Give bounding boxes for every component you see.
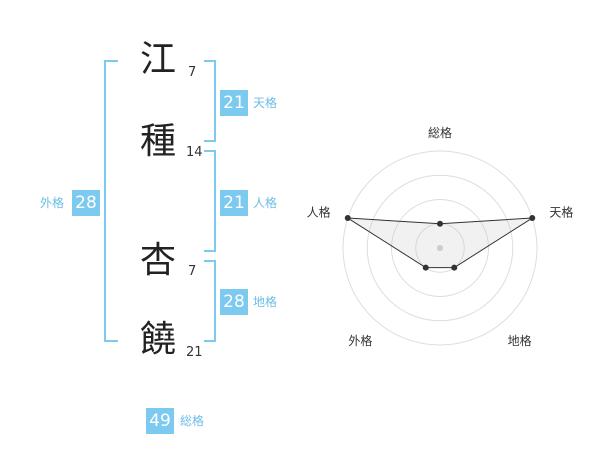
radar-point-4 — [422, 264, 429, 271]
jinkaku-value: 21 — [220, 190, 248, 216]
gaikaku-value: 28 — [72, 190, 100, 216]
tenkaku-bracket — [204, 60, 216, 142]
tenkaku-label: 天格 — [253, 96, 278, 110]
soukaku-label: 総格 — [180, 414, 205, 428]
radar-axis-label-4: 外格 — [348, 333, 372, 348]
radar-ring-2 — [391, 199, 489, 297]
radar-axis-label-1: 総格 — [428, 125, 452, 140]
radar-axis-label-3: 地格 — [508, 333, 532, 348]
name-char-4: 饒 — [139, 319, 176, 360]
name-char-1: 江 — [139, 39, 176, 80]
gaikaku-label: 外格 — [40, 196, 65, 210]
radar-area — [347, 217, 533, 269]
stroke-count-1: 7 — [188, 65, 197, 80]
radar-point-1 — [437, 220, 443, 227]
radar-ring-3 — [366, 174, 514, 322]
chikaku-value: 28 — [220, 289, 248, 315]
name-char-2: 種 — [139, 121, 176, 162]
radar-center-dot — [437, 245, 443, 251]
radar-axis-label-2: 天格 — [549, 204, 573, 219]
jinkaku-label: 人格 — [253, 196, 278, 210]
radar-ring-4 — [342, 150, 538, 346]
gaikaku-bracket — [104, 60, 118, 342]
stroke-count-4: 21 — [186, 345, 203, 360]
radar-point-3 — [451, 264, 458, 271]
chikaku-label: 地格 — [253, 295, 278, 309]
chikaku-bracket — [204, 260, 216, 342]
stroke-count-3: 7 — [188, 264, 197, 279]
radar-point-2 — [529, 215, 536, 222]
radar-axis-label-5: 人格 — [307, 204, 331, 219]
soukaku-value: 49 — [146, 408, 174, 434]
jinkaku-bracket — [204, 150, 216, 252]
radar-point-5 — [344, 215, 351, 222]
stroke-count-2: 14 — [186, 145, 203, 160]
tenkaku-value: 21 — [220, 90, 248, 116]
name-char-3: 杏 — [139, 240, 176, 281]
